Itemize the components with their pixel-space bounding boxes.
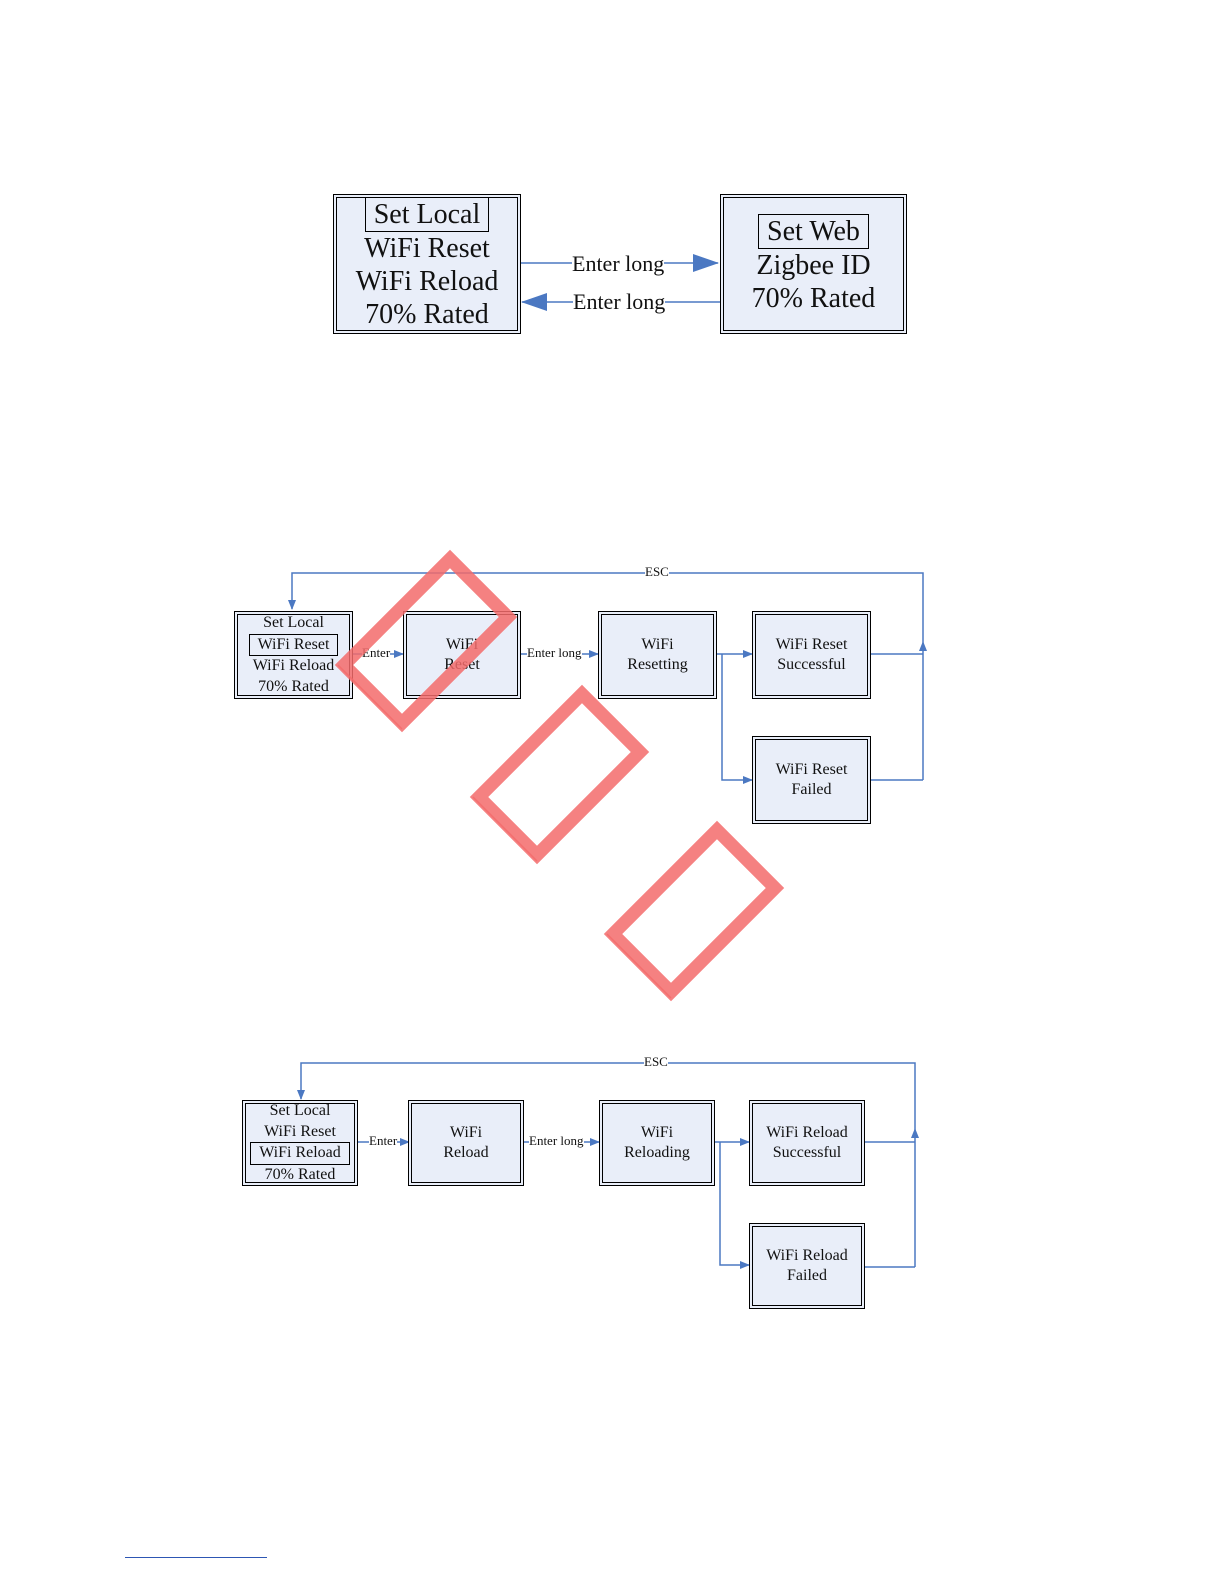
screen-line: Successful (777, 656, 846, 673)
screen-line: WiFi (640, 1123, 674, 1141)
arrow-to-failed (721, 654, 753, 784)
enter-label: Enter (369, 1133, 398, 1148)
wifi-reset-failed-screen: WiFi Reset Failed (752, 736, 871, 824)
arrow-to-failed (719, 1142, 750, 1269)
menu-line-selected: Set Local (364, 197, 490, 232)
screen-line: WiFi (449, 1123, 483, 1141)
wifi-reload-screen: WiFi Reload (408, 1100, 524, 1186)
menu-line-selected: WiFi Reload (250, 1142, 350, 1165)
screen-line: Reset (444, 656, 480, 673)
footnote-separator (125, 1557, 267, 1558)
screen-line: WiFi (641, 635, 674, 653)
enter-long-label: Enter long (529, 1133, 584, 1148)
menu-line: 70% Rated (751, 282, 876, 314)
esc-label: ESC (644, 1054, 668, 1069)
set-web-screen: Set Web Zigbee ID 70% Rated (720, 194, 907, 334)
menu-line: Set Local (263, 614, 324, 631)
wifi-reload-failed-screen: WiFi Reload Failed (749, 1223, 865, 1309)
menu-line: Zigbee ID (756, 249, 871, 281)
menu-line: WiFi Reset (364, 233, 490, 264)
screen-line: Reloading (624, 1144, 690, 1161)
menu-screen-wifi-reload: Set Local WiFi Reset WiFi Reload 70% Rat… (242, 1100, 358, 1186)
wifi-reloading-screen: WiFi Reloading (599, 1100, 715, 1186)
menu-line: 70% Rated (258, 677, 329, 695)
esc-label: ESC (645, 564, 669, 579)
screen-line: WiFi Reload (766, 1246, 848, 1264)
menu-line: WiFi Reload (355, 266, 499, 297)
set-local-screen: Set Local WiFi Reset WiFi Reload 70% Rat… (333, 194, 521, 334)
menu-line-selected: Set Web (758, 213, 869, 249)
menu-screen-wifi-reset: Set Local WiFi Reset WiFi Reload 70% Rat… (234, 611, 353, 699)
screen-line: Reload (443, 1144, 489, 1161)
wifi-reload-successful-screen: WiFi Reload Successful (749, 1100, 865, 1186)
wifi-resetting-screen: WiFi Resetting (598, 611, 717, 699)
menu-line: Set Local (269, 1102, 331, 1119)
screen-line: Successful (772, 1144, 842, 1161)
screen-line: Failed (787, 1267, 827, 1284)
arrow-label-forward: Enter long (572, 251, 665, 276)
screen-line: Failed (791, 781, 832, 798)
wifi-reset-successful-screen: WiFi Reset Successful (752, 611, 871, 699)
menu-line: 70% Rated (264, 1165, 336, 1183)
wifi-reset-screen: WiFi Reset (403, 611, 521, 699)
screen-line: WiFi (445, 635, 479, 653)
screen-line: Resetting (627, 656, 688, 673)
menu-line: 70% Rated (365, 299, 489, 330)
screen-line: WiFi Reload (766, 1123, 848, 1141)
screen-line: WiFi Reset (775, 760, 848, 778)
enter-long-label: Enter long (527, 645, 582, 660)
screen-line: WiFi Reset (775, 635, 848, 653)
enter-label: Enter (362, 645, 391, 660)
esc-loop (288, 572, 924, 642)
menu-line-selected: WiFi Reset (248, 633, 339, 656)
menu-line: WiFi Reset (264, 1122, 336, 1140)
menu-line: WiFi Reload (252, 657, 335, 674)
arrow-label-back: Enter long (573, 289, 666, 314)
esc-loop (297, 1062, 916, 1129)
